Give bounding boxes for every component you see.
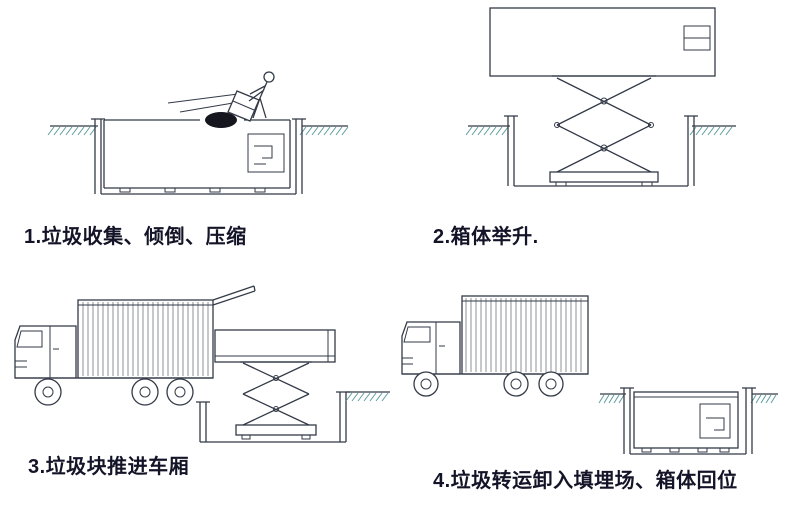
raised-container-box [489, 7, 716, 77]
truck-cargo [461, 295, 589, 375]
step3-caption: 3.垃圾块推进车厢 [28, 456, 190, 478]
truck-wheels [413, 371, 564, 397]
tipping-cart [167, 90, 260, 122]
open-lid [212, 285, 256, 306]
step1-caption: 1.垃圾收集、倾倒、压缩 [24, 226, 247, 248]
truck-cab [14, 325, 77, 379]
truck-cargo [77, 299, 214, 379]
underground-pit [620, 387, 756, 455]
docked-container [214, 329, 336, 363]
step2-drawing [465, 7, 736, 187]
returned-container-box [633, 391, 739, 453]
ejector-mechanism [247, 133, 285, 173]
container-box [103, 119, 291, 193]
scissor-lift [235, 361, 317, 440]
step2-caption: 2.箱体举升. [433, 226, 539, 248]
scissor-lift [549, 75, 659, 187]
ground-surface [465, 125, 736, 136]
step4-caption: 4.垃圾转运卸入填埋场、箱体回位 [433, 470, 738, 492]
lift-base [235, 424, 317, 440]
lift-base [549, 171, 659, 187]
truck [14, 285, 256, 406]
ground-surface [47, 125, 349, 136]
underground-pit [504, 115, 698, 187]
truck-wheels [34, 378, 194, 406]
step1-drawing [47, 71, 349, 195]
garbage-fill [205, 112, 237, 128]
ground-surface [598, 393, 778, 404]
underground-pit [91, 118, 306, 195]
underground-pit [196, 391, 390, 443]
worker-figure [248, 71, 275, 119]
step4-drawing [401, 295, 778, 455]
truck-cab [401, 321, 461, 375]
ejector-mechanism [699, 403, 731, 439]
truck [401, 295, 589, 397]
step3-drawing [14, 285, 390, 443]
